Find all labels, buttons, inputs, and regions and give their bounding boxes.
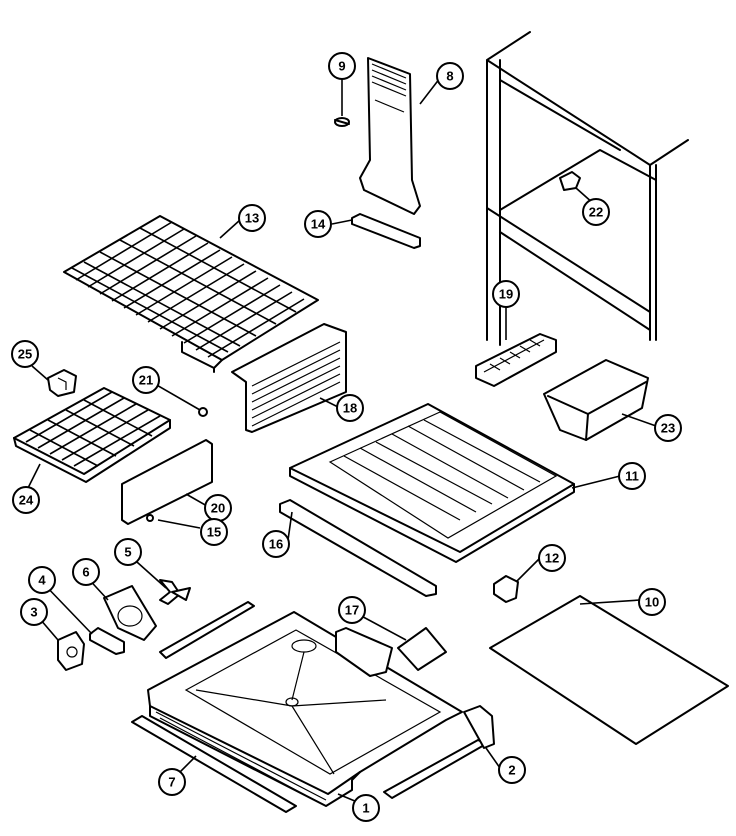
- callout-3: 3: [20, 598, 48, 626]
- callout-2: 2: [498, 756, 526, 784]
- callout-6: 6: [72, 558, 100, 586]
- svg-text:7: 7: [168, 775, 175, 790]
- svg-text:16: 16: [269, 537, 283, 552]
- part-8-duct-panel: [359, 57, 421, 215]
- part-15-rivet: [146, 514, 154, 522]
- callout-18: 18: [336, 394, 364, 422]
- svg-text:10: 10: [645, 595, 659, 610]
- part-2-rail: [383, 705, 495, 799]
- callout-22: 22: [582, 198, 610, 226]
- svg-text:8: 8: [446, 69, 453, 84]
- svg-text:11: 11: [625, 469, 639, 484]
- callout-5: 5: [114, 538, 142, 566]
- svg-text:15: 15: [207, 525, 221, 540]
- svg-text:14: 14: [311, 217, 326, 232]
- callout-12: 12: [538, 544, 566, 572]
- part-9-screw: [334, 117, 350, 127]
- callout-11: 11: [618, 462, 646, 490]
- part-16-shelf-trim: [279, 499, 437, 597]
- svg-text:2: 2: [508, 763, 515, 778]
- callout-23: 23: [654, 414, 682, 442]
- callout-20: 20: [204, 494, 232, 522]
- callout-19: 19: [492, 280, 520, 308]
- part-21-screw: [198, 407, 208, 417]
- callouts: 9 8 22 13 14 19 25 21: [11, 52, 682, 822]
- part-18-crisper-cover: [231, 323, 347, 433]
- part-19-ice-tray: [475, 333, 557, 387]
- callout-14: 14: [304, 210, 332, 238]
- callout-25: 25: [11, 340, 39, 368]
- part-22-clip: [559, 171, 581, 191]
- part-3-motor: [57, 631, 85, 671]
- callout-13: 13: [238, 204, 266, 232]
- part-5-fan-blade: [159, 579, 191, 605]
- callout-10: 10: [638, 588, 666, 616]
- svg-text:23: 23: [661, 421, 675, 436]
- svg-text:1: 1: [362, 801, 369, 816]
- part-13-wire-shelf: [63, 215, 319, 373]
- part-25-clip: [47, 369, 77, 397]
- callout-4: 4: [28, 566, 56, 594]
- part-11-glass-shelf: [289, 403, 575, 563]
- svg-text:13: 13: [245, 211, 259, 226]
- part-10-cover-panel: [489, 595, 729, 745]
- svg-text:19: 19: [499, 287, 513, 302]
- svg-text:12: 12: [545, 551, 559, 566]
- rail-left: [159, 601, 255, 659]
- part-6-fan-shroud: [103, 585, 157, 641]
- svg-text:21: 21: [139, 373, 153, 388]
- part-20-panel: [121, 439, 213, 525]
- part-24-tray-rack: [13, 387, 171, 483]
- callout-1: 1: [352, 794, 380, 822]
- callout-7: 7: [158, 768, 186, 796]
- cabinet-frame: [486, 31, 689, 346]
- callout-8: 8: [436, 62, 464, 90]
- callout-9: 9: [328, 52, 356, 80]
- svg-text:18: 18: [343, 401, 357, 416]
- svg-text:5: 5: [124, 545, 131, 560]
- callout-15: 15: [200, 518, 228, 546]
- part-1-base-pan: [147, 611, 463, 807]
- callout-21: 21: [132, 366, 160, 394]
- svg-text:24: 24: [19, 493, 34, 508]
- svg-text:9: 9: [338, 59, 345, 74]
- svg-text:17: 17: [345, 603, 359, 618]
- callout-24: 24: [12, 486, 40, 514]
- part-23-bin: [543, 359, 649, 441]
- callout-16-shelf-trim: 16: [262, 530, 290, 558]
- callout-17: 17: [338, 596, 366, 624]
- part-12-bracket: [493, 575, 519, 603]
- part-14-bracket: [351, 213, 421, 249]
- svg-text:4: 4: [38, 573, 46, 588]
- part-17-duct-insert: [335, 627, 447, 677]
- svg-text:22: 22: [589, 205, 603, 220]
- part-4-bracket: [89, 627, 125, 655]
- svg-text:6: 6: [82, 565, 89, 580]
- svg-text:3: 3: [30, 605, 37, 620]
- svg-text:20: 20: [211, 501, 225, 516]
- part-7-rail: [131, 715, 297, 813]
- svg-text:25: 25: [18, 347, 32, 362]
